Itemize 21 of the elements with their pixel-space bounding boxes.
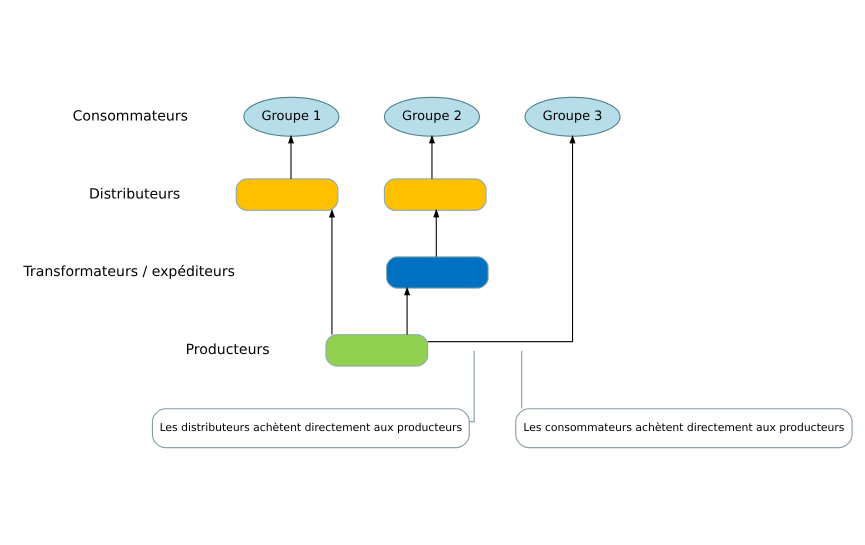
arrow <box>433 208 440 257</box>
arrow <box>404 286 410 335</box>
node-ellipse: Groupe 2 <box>384 96 480 137</box>
label: Distributeurs <box>88 186 180 202</box>
arrow <box>288 134 294 179</box>
connector <box>469 350 475 422</box>
label: Transformateurs / expéditeurs <box>23 264 235 280</box>
node-box: Les consommateurs achètent directement aux producteurs <box>515 408 853 448</box>
arrow <box>428 134 576 342</box>
node-box <box>384 178 487 211</box>
node-ellipse: Groupe 1 <box>243 96 340 137</box>
node-box <box>325 334 428 367</box>
node-ellipse: Groupe 3 <box>524 96 621 137</box>
label: Consommateurs <box>72 108 188 124</box>
node-box <box>386 256 489 289</box>
arrow <box>328 208 335 335</box>
node-box <box>236 178 338 211</box>
label: Producteurs <box>186 342 270 358</box>
node-box: Les distributeurs achètent directement aux producteurs <box>152 408 470 448</box>
arrow <box>428 134 435 179</box>
connector <box>521 350 522 409</box>
